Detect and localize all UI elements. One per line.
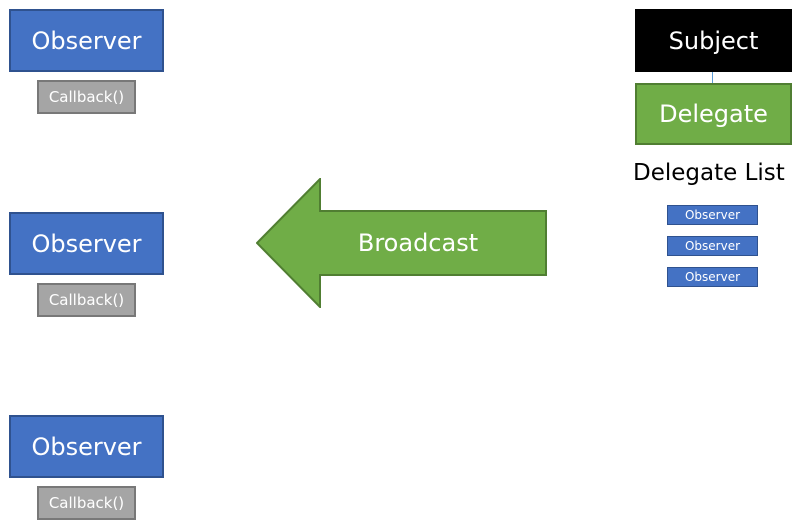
callback-box-1: Callback() [37, 80, 136, 114]
subject-box: Subject [635, 9, 792, 72]
callback-box-2: Callback() [37, 283, 136, 317]
delegate-list-item-3: Observer [667, 267, 758, 287]
delegate-box: Delegate [635, 83, 792, 145]
observer-box-2: Observer [9, 212, 164, 275]
subject-delegate-connector [712, 72, 713, 83]
delegate-list-item-2: Observer [667, 236, 758, 256]
delegate-list-title: Delegate List [633, 160, 785, 186]
delegate-list-item-1: Observer [667, 205, 758, 225]
broadcast-arrow: Broadcast [256, 178, 547, 308]
broadcast-label: Broadcast [358, 229, 478, 257]
callback-box-3: Callback() [37, 486, 136, 520]
observer-box-3: Observer [9, 415, 164, 478]
left-arrow-icon [256, 178, 547, 308]
observer-box-1: Observer [9, 9, 164, 72]
